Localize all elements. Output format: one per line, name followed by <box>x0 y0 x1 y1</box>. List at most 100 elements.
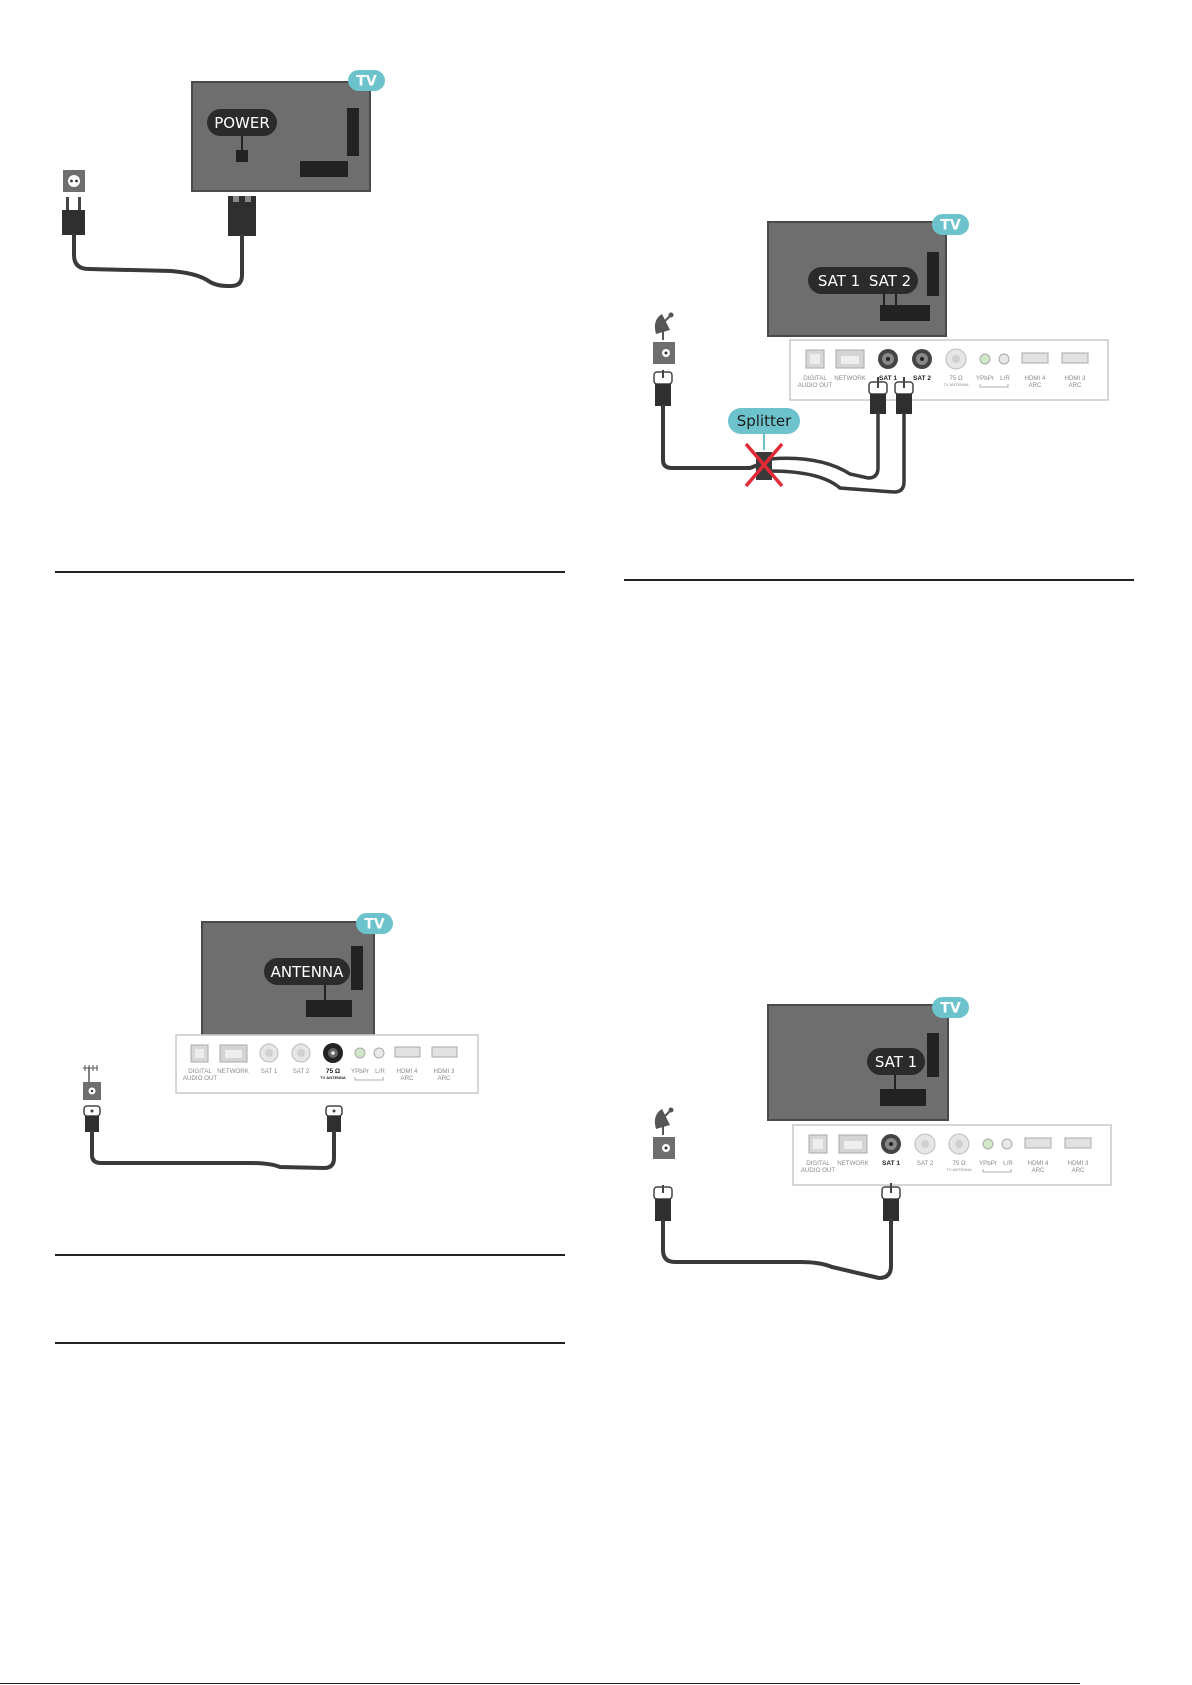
tv-badge-text: TV <box>356 74 377 90</box>
hdmi4-port <box>394 1046 421 1058</box>
section-divider-3 <box>55 1254 565 1256</box>
digital-audio-label: DIGITAL <box>803 375 827 382</box>
port-panel <box>175 1034 479 1094</box>
tv-badge <box>356 913 393 934</box>
tv-side-slot <box>347 108 359 156</box>
tv-side-slot <box>927 1033 939 1077</box>
tv-bottom-slot <box>306 1000 352 1017</box>
digital-audio-port-inner <box>195 1049 204 1058</box>
hdmi4-label-2: ARC <box>400 1075 414 1082</box>
wall-plug-icon <box>62 210 85 235</box>
hdmi4-port <box>1024 1137 1052 1149</box>
power-connection-diagram: TV POWER <box>62 70 385 288</box>
power-label: POWER <box>214 114 270 132</box>
plug-prong <box>78 197 81 211</box>
sat2-port-inner <box>921 1140 929 1148</box>
hdmi3-port <box>1064 1137 1092 1149</box>
tv-side-slot <box>351 946 363 990</box>
satellite-cable <box>661 1219 893 1280</box>
antenna-port-inner <box>955 1140 963 1148</box>
network-port-inner <box>225 1050 242 1058</box>
coax-plug-sat1 <box>881 1183 901 1221</box>
network-port-inner <box>841 356 859 364</box>
antenna-port-pin <box>331 1051 335 1055</box>
ypbpr-port <box>979 353 991 365</box>
hdmi3-port <box>1061 352 1089 364</box>
hdmi4-label-2: ARC <box>1028 382 1042 389</box>
ypbpr-label: YPbPr <box>351 1068 369 1075</box>
plug-notch <box>233 196 239 202</box>
port-panel <box>792 1124 1112 1186</box>
antenna-port-label-2: TV ANTENNA <box>946 1167 971 1172</box>
antenna-cable <box>90 1130 336 1170</box>
digital-audio-label-2: AUDIO OUT <box>798 382 833 389</box>
wall-outlet-pin <box>664 351 668 355</box>
ypbpr-label: YPbPr <box>976 375 994 382</box>
section-divider-4 <box>55 1342 565 1344</box>
tv-badge-text: TV <box>364 917 385 933</box>
antenna-port-label-2: TV ANTENNA <box>320 1075 346 1080</box>
tv-badge <box>348 70 385 91</box>
hdmi4-port <box>1021 352 1049 364</box>
power-label-pill <box>207 109 277 136</box>
plug-notch <box>245 196 251 202</box>
ypbpr-bracket <box>354 1077 384 1081</box>
socket-hole <box>68 175 80 187</box>
antenna-port-inner <box>952 355 960 363</box>
antenna-label: ANTENNA <box>271 963 345 981</box>
sat1-port-inner <box>265 1049 273 1057</box>
lr-port <box>1001 1138 1013 1150</box>
network-label: NETWORK <box>837 1160 869 1167</box>
network-label: NETWORK <box>217 1068 249 1075</box>
lr-port <box>373 1047 385 1059</box>
hdmi3-label: HDMI 3 <box>1068 1160 1090 1167</box>
splitter-label: Splitter <box>737 412 792 430</box>
coax-plug-wall <box>653 1185 673 1221</box>
ypbpr-label: YPbPr <box>979 1160 997 1167</box>
antenna-port-label: 75 Ω <box>952 1160 966 1167</box>
sat2-label: SAT 2 <box>869 272 911 290</box>
hdmi3-port <box>431 1046 458 1058</box>
sat2-port-pin <box>920 357 924 361</box>
sat1-port-label: SAT 1 <box>882 1160 900 1167</box>
sat2-port-label: SAT 2 <box>917 1160 934 1167</box>
coax-plug-wall <box>83 1105 101 1132</box>
digital-audio-port-inner <box>810 354 820 364</box>
antenna-connection-diagram: TV ANTENNA DIGITAL AUDIO OUT NETWORK SAT… <box>83 913 479 1170</box>
not-allowed-cross-2 <box>744 442 784 488</box>
satellite-dish-icon <box>654 312 674 340</box>
sat2-port-label: SAT 2 <box>913 375 931 382</box>
ypbpr-port <box>982 1138 994 1150</box>
lr-port <box>998 353 1010 365</box>
sat2-port-label: SAT 2 <box>293 1068 310 1075</box>
hdmi4-label: HDMI 4 <box>1028 1160 1050 1167</box>
section-divider-1 <box>55 571 565 573</box>
satellite-connection-diagram: TV SAT 1 DIGITAL AUDIO OUT NETWORK SAT 1… <box>653 997 1112 1280</box>
antenna-port-label-2: TV ANTENNA <box>943 382 968 387</box>
ypbpr-bracket <box>979 384 1009 388</box>
sat1-port-pin <box>889 1142 893 1146</box>
sat1-port-pin <box>886 357 890 361</box>
hdmi3-label-2: ARC <box>1071 1167 1085 1174</box>
ypbpr-port <box>354 1047 366 1059</box>
tv-side-slot <box>927 252 939 296</box>
digital-audio-label-2: AUDIO OUT <box>183 1075 218 1082</box>
cable-wall-to-splitter <box>661 404 760 470</box>
sat2-port-inner <box>297 1049 305 1057</box>
network-label: NETWORK <box>834 375 866 382</box>
antenna-port-label: 75 Ω <box>326 1068 340 1075</box>
tv-bottom-slot <box>880 305 930 321</box>
digital-audio-port-inner <box>813 1139 823 1149</box>
hdmi3-label: HDMI 3 <box>434 1068 456 1075</box>
sat1-label-pill <box>867 1048 925 1075</box>
digital-audio-label: DIGITAL <box>806 1160 830 1167</box>
hdmi4-label-2: ARC <box>1031 1167 1045 1174</box>
sat-label-pill <box>808 267 918 294</box>
lr-label: L/R <box>375 1068 385 1075</box>
cable-splitter-to-sat1 <box>768 412 880 480</box>
coax-plug-sat2 <box>894 377 914 414</box>
dish-arm <box>661 315 671 325</box>
dish-feed <box>668 1107 674 1113</box>
hdmi3-label-2: ARC <box>437 1075 451 1082</box>
coax-plug-sat1 <box>868 377 888 414</box>
